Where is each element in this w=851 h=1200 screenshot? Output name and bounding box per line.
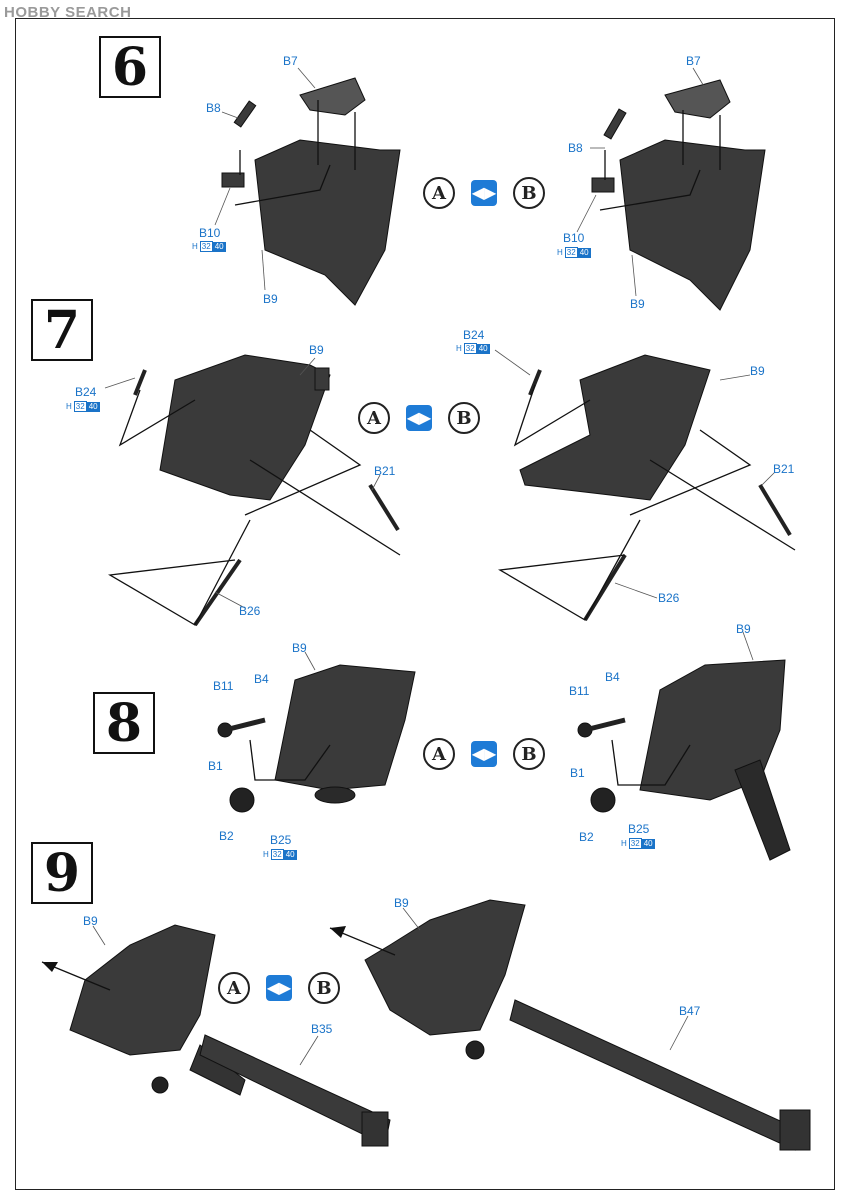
- step9-option-selector: A ◀▶ B: [218, 972, 340, 1004]
- option-b-icon: B: [513, 177, 545, 209]
- step8b-gun-body: [577, 659, 791, 861]
- step-7-number: 7: [31, 299, 93, 361]
- part-label: B4: [254, 672, 269, 686]
- part-label: B9: [263, 292, 278, 306]
- part-label: B25: [270, 833, 292, 847]
- part-label: B25: [628, 822, 650, 836]
- part-label: B4: [605, 670, 620, 684]
- step6b-gun-body: [591, 79, 766, 311]
- step7-option-selector: A ◀▶ B: [358, 402, 480, 434]
- part-label: B9: [736, 622, 751, 636]
- part-label: B21: [374, 464, 396, 478]
- part-label: B8: [206, 101, 221, 115]
- step-6-number: 6: [99, 36, 161, 98]
- option-a-icon: A: [423, 738, 455, 770]
- option-a-icon: A: [423, 177, 455, 209]
- step6-option-selector: A ◀▶ B: [423, 177, 545, 209]
- step9b-gun-assembly: [364, 899, 811, 1151]
- part-label: B1: [570, 766, 585, 780]
- step9a-gun-assembly: [69, 924, 391, 1147]
- part-label: B26: [239, 604, 261, 618]
- part-label: B11: [213, 679, 234, 693]
- part-label: B9: [630, 297, 645, 311]
- step7a-gun-body: [133, 354, 400, 627]
- step6a-gun-body: [221, 77, 401, 306]
- step7b-gun-body: [519, 354, 792, 622]
- part-label: B47: [679, 1004, 701, 1018]
- option-b-icon: B: [308, 972, 340, 1004]
- part-label: B10: [563, 231, 585, 245]
- step-9-number: 9: [31, 842, 93, 904]
- option-b-icon: B: [448, 402, 480, 434]
- part-label: B26: [658, 591, 680, 605]
- part-label: B11: [569, 684, 590, 698]
- step8-option-selector: A ◀▶ B: [423, 738, 545, 770]
- option-b-icon: B: [513, 738, 545, 770]
- page-frame: [15, 18, 835, 1190]
- swap-arrows-icon: ◀▶: [266, 975, 292, 1001]
- part-label: B7: [686, 54, 701, 68]
- step8a-gun-body: [217, 664, 416, 813]
- swap-arrows-icon: ◀▶: [471, 741, 497, 767]
- part-label: B10: [199, 226, 221, 240]
- part-label: B9: [309, 343, 324, 357]
- part-label: B9: [394, 896, 409, 910]
- part-label: B24: [463, 328, 485, 342]
- option-a-icon: A: [358, 402, 390, 434]
- part-label: B9: [83, 914, 98, 928]
- option-a-icon: A: [218, 972, 250, 1004]
- part-label: B24: [75, 385, 97, 399]
- watermark: HOBBY SEARCH: [4, 4, 132, 21]
- part-label: B35: [311, 1022, 333, 1036]
- part-label: B21: [773, 462, 795, 476]
- part-label: B2: [579, 830, 594, 844]
- part-label: B9: [292, 641, 307, 655]
- part-label: B9: [750, 364, 765, 378]
- part-label: B1: [208, 759, 223, 773]
- part-label: B8: [568, 141, 583, 155]
- step-8-number: 8: [93, 692, 155, 754]
- swap-arrows-icon: ◀▶: [471, 180, 497, 206]
- part-label: B2: [219, 829, 234, 843]
- part-label: B7: [283, 54, 298, 68]
- swap-arrows-icon: ◀▶: [406, 405, 432, 431]
